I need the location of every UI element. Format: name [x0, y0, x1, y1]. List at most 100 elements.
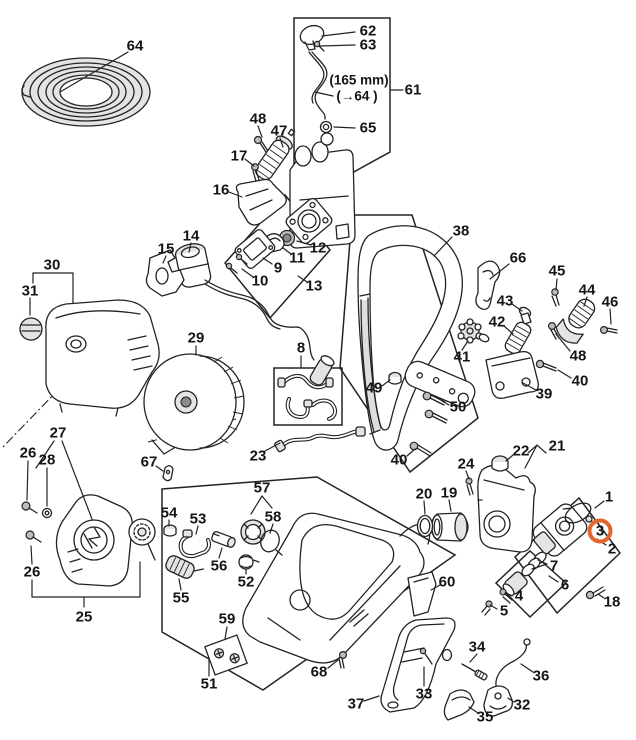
part-label-9[interactable]: 9	[274, 260, 282, 277]
part-label-1[interactable]: 1	[605, 489, 613, 506]
part-label-60[interactable]: 60	[439, 574, 456, 591]
part-label-53[interactable]: 53	[190, 511, 207, 528]
part-label-22[interactable]: 22	[513, 443, 530, 460]
part-59-plate-drawing	[204, 634, 248, 676]
part-label-61[interactable]: 61	[405, 82, 422, 99]
part-label-26[interactable]: 26	[24, 564, 41, 581]
part-label-25[interactable]: 25	[76, 609, 93, 626]
part-label-42[interactable]: 42	[489, 314, 506, 331]
part-label-29[interactable]: 29	[188, 330, 205, 347]
part-54-grommet-drawing	[163, 524, 177, 537]
part-label-37[interactable]: 37	[348, 696, 365, 713]
part-48-screw-drawing	[253, 135, 269, 153]
part-53-hose-drawing	[178, 529, 211, 559]
part-33-pin-drawing	[419, 647, 453, 665]
part-31-cap-drawing	[19, 317, 43, 341]
group-boundary-dashdot	[1, 387, 61, 449]
part-label-39[interactable]: 39	[536, 386, 553, 403]
part-65-drawing	[319, 120, 333, 134]
part-manifold-flange-drawing	[285, 197, 333, 245]
part-label-2[interactable]: 2	[608, 541, 616, 558]
part-label-11[interactable]: 11	[289, 250, 305, 267]
part-5-screw-drawing	[481, 600, 493, 616]
part-label-14[interactable]: 14	[183, 228, 200, 245]
part-label-19[interactable]: 19	[441, 485, 458, 502]
part-label-48[interactable]: 48	[250, 111, 267, 128]
part-label-38[interactable]: 38	[453, 223, 470, 240]
part-label-26[interactable]: 26	[20, 445, 37, 462]
part-label-31[interactable]: 31	[22, 283, 39, 300]
part-label-6[interactable]: 6	[561, 577, 569, 594]
part-label-59[interactable]: 59	[219, 611, 236, 628]
part-61-hose-drawing	[308, 51, 328, 120]
part-label-24[interactable]: 24	[458, 456, 475, 473]
part-label-48[interactable]: 48	[570, 348, 587, 365]
part-label-32[interactable]: 32	[514, 697, 531, 714]
part-label-68[interactable]: 68	[311, 664, 328, 681]
part-label-62[interactable]: 62	[360, 23, 377, 40]
handlebar-plate-drawing	[404, 360, 476, 408]
part-label-67[interactable]: 67	[141, 454, 158, 471]
part-label-66[interactable]: 66	[510, 250, 527, 267]
part-label-58[interactable]: 58	[265, 509, 282, 526]
part-label-57[interactable]: 57	[254, 480, 271, 497]
part-label-44[interactable]: 44	[579, 282, 596, 299]
part-label-51[interactable]: 51	[201, 676, 218, 693]
part-label-49[interactable]: 49	[366, 380, 383, 397]
part-label-34[interactable]: 34	[469, 639, 486, 656]
selected-part-highlight-ring	[587, 518, 613, 544]
part-label-41[interactable]: 41	[454, 349, 471, 366]
part-label-28[interactable]: 28	[39, 452, 56, 469]
part-label-40[interactable]: 40	[391, 452, 408, 469]
part-label-21[interactable]: 21	[549, 438, 566, 455]
part-label-5[interactable]: 5	[500, 603, 508, 620]
part-45-screw-drawing	[551, 288, 560, 307]
part-label-18[interactable]: 18	[604, 594, 621, 611]
part-label-65[interactable]: 65	[360, 120, 377, 137]
part-35-interlock-drawing	[443, 689, 475, 721]
part-label-63[interactable]: 63	[360, 37, 377, 54]
part-label-55[interactable]: 55	[173, 590, 190, 607]
part-label-17[interactable]: 17	[231, 148, 248, 165]
part-52-grommet-drawing	[238, 554, 260, 570]
part-10-screws-drawing	[225, 253, 248, 274]
part-label-23[interactable]: 23	[250, 448, 267, 465]
frame-group-6	[494, 549, 568, 619]
part-label-12[interactable]: 12	[310, 240, 327, 257]
part-label-64[interactable]: 64	[127, 38, 144, 55]
part-label-4[interactable]: 4	[515, 588, 524, 605]
part-label-36[interactable]: 36	[533, 668, 550, 685]
part-19-boot-drawing	[430, 512, 469, 542]
part-label-47[interactable]: 47	[271, 123, 288, 140]
part-label-35[interactable]: 35	[477, 709, 494, 726]
part-55-filter-drawing	[165, 555, 204, 579]
part-label-30[interactable]: 30	[44, 257, 61, 274]
part-label-43[interactable]: 43	[497, 293, 514, 310]
part-label-56[interactable]: 56	[211, 558, 228, 575]
part-label-27[interactable]: 27	[50, 425, 67, 442]
part-label-40[interactable]: 40	[572, 373, 589, 390]
part-label-7[interactable]: 7	[550, 558, 558, 575]
frame-group-38	[339, 214, 479, 474]
part-63-drawing	[313, 40, 325, 52]
part-label-3[interactable]: 3	[596, 523, 604, 540]
part-label-52[interactable]: 52	[238, 574, 255, 591]
part-label-33[interactable]: 33	[416, 686, 433, 703]
part-label-13[interactable]: 13	[306, 278, 323, 295]
hose-length-note: (165 mm)	[329, 73, 388, 88]
oil-pump-drawing	[128, 518, 156, 561]
part-16-bracket-drawing	[235, 178, 287, 226]
part-label-50[interactable]: 50	[450, 399, 467, 416]
part-label-10[interactable]: 10	[252, 273, 269, 290]
part-label-16[interactable]: 16	[213, 182, 230, 199]
part-label-8[interactable]: 8	[297, 340, 305, 357]
part-label-54[interactable]: 54	[161, 505, 178, 522]
cross-reference-note: (→64 )	[336, 89, 377, 104]
part-44-buffer-drawing	[555, 298, 596, 344]
part-label-45[interactable]: 45	[549, 263, 566, 280]
part-label-15[interactable]: 15	[158, 241, 175, 258]
part-label-20[interactable]: 20	[416, 486, 433, 503]
part-label-46[interactable]: 46	[602, 294, 619, 311]
part-34-spring-drawing	[461, 663, 488, 681]
part-32-trigger-drawing	[483, 685, 513, 717]
